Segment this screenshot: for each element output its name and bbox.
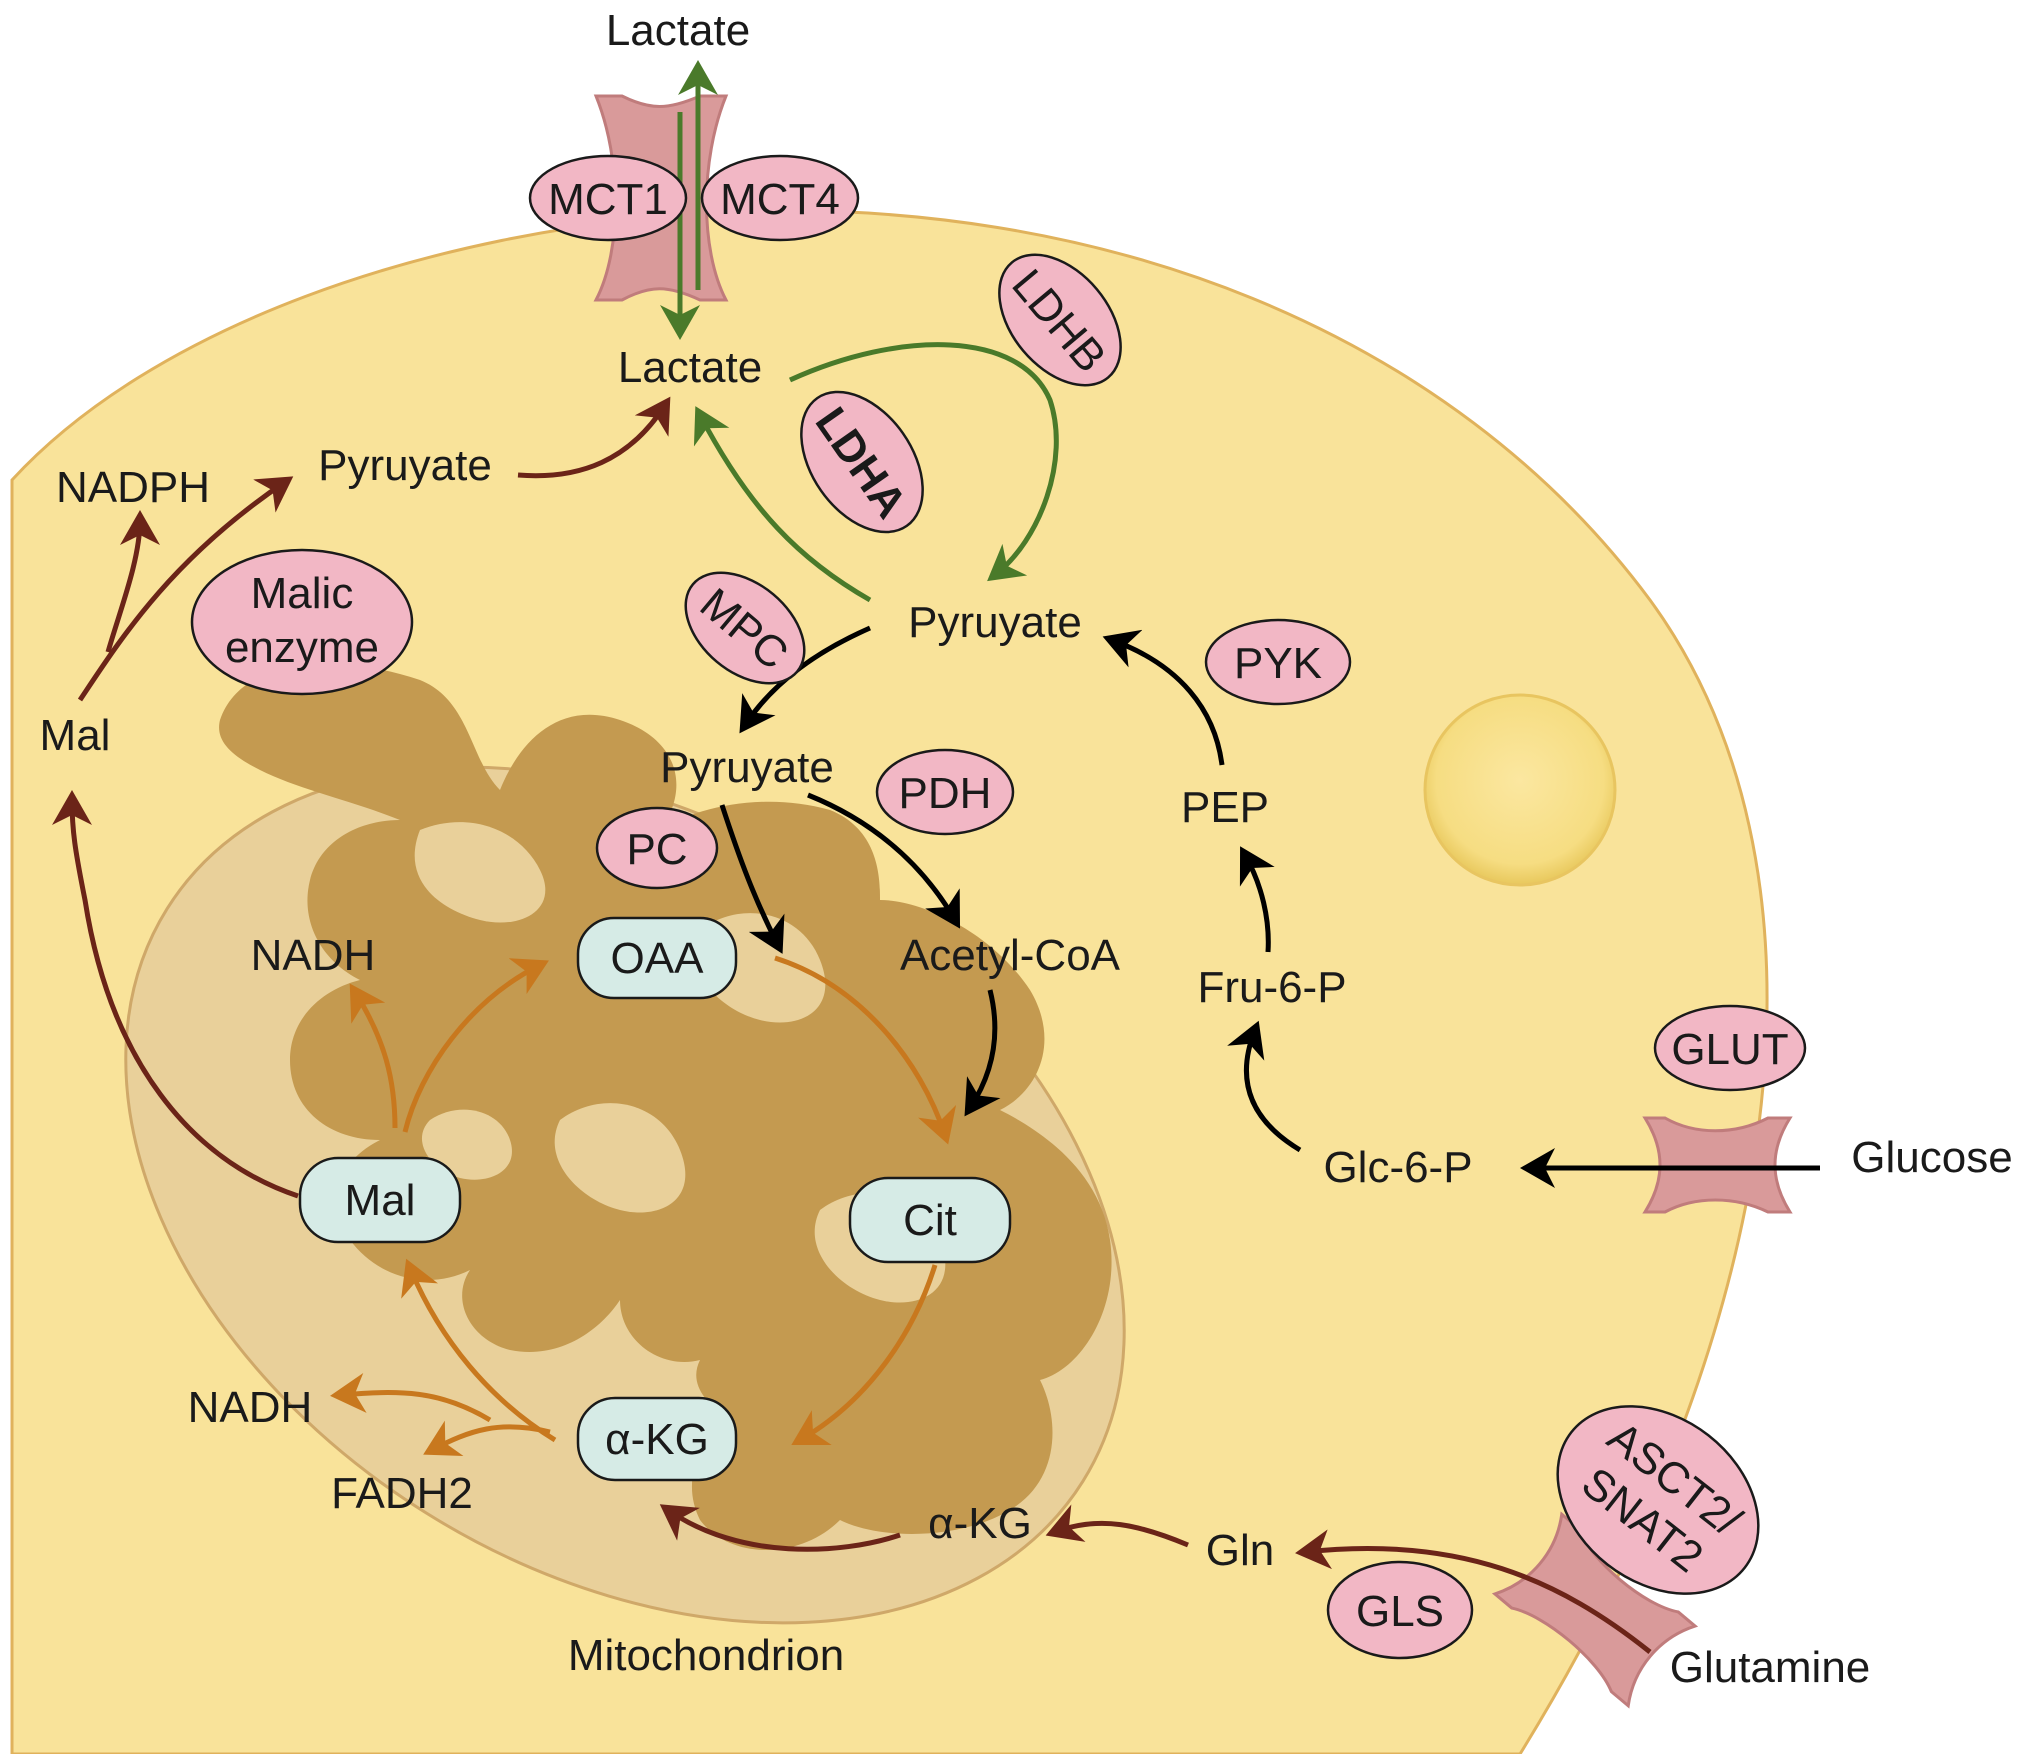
label-fru6p: Fru-6-P [1197,963,1346,1012]
arrow-acetylcoa-to-cit [964,989,1001,1117]
vesicle [1423,693,1617,887]
svg-text:OAA: OAA [611,934,705,983]
svg-text:Mal: Mal [345,1176,416,1225]
enzyme-gls: GLS [1326,1560,1474,1660]
arrow-akg-to-nadh [330,1372,492,1423]
enzyme-ldha: LDHA [800,390,924,534]
label-lactate-cytosol: Lactate [618,343,762,392]
svg-text:PC: PC [626,825,687,874]
svg-text:GLUT: GLUT [1671,1025,1788,1074]
enzyme-pc: PC [595,806,719,890]
svg-text:Malic: Malic [251,569,354,618]
enzyme-mct4: MCT4 [700,154,860,242]
arrow-pdh [807,792,961,929]
arrow-pep-to-pyruvate [1102,629,1225,766]
arrow-akg-to-mal [401,1258,557,1443]
arrow-ldhb [788,342,1059,582]
label-fadh2: FADH2 [331,1469,473,1518]
label-lactate-extracellular: Lactate [606,6,750,55]
label-pyruvate-cytosol: Pyruyate [908,598,1082,647]
arrow-ldha [693,406,872,603]
label-pep: PEP [1181,783,1269,832]
label-pyruvate-mito: Pyruyate [660,743,834,792]
svg-text:α-KG: α-KG [605,1415,709,1464]
enzyme-pdh: PDH [875,748,1015,836]
svg-text:MCT4: MCT4 [720,175,840,224]
enzyme-mct1: MCT1 [528,154,688,242]
label-akg-cytosol: α-KG [928,1499,1032,1548]
arrow-pc [719,804,785,954]
arrow-mal-to-pyruvate [77,476,294,702]
arrow-mal-to-oaa [402,958,549,1133]
arrow-cit-to-akg [791,1264,938,1445]
tca-oaa: OAA [576,916,738,1000]
arrow-pyruvate-to-lactate [517,396,671,479]
svg-text:enzyme: enzyme [225,623,379,672]
tca-mal: Mal [298,1156,462,1244]
label-nadh-top: NADH [251,931,376,980]
label-mal-cytosol: Mal [40,711,111,760]
glut-transporter [1642,1116,1793,1214]
arrow-gln-to-akg [1045,1504,1189,1548]
label-glutamine: Glutamine [1670,1643,1871,1692]
arrow-oaa-to-cit [774,955,957,1145]
arrow-glc6p-to-fru6p [1227,1020,1302,1153]
enzyme-malic: Malic enzyme [190,548,414,696]
label-mitochondrion: Mitochondrion [568,1631,844,1680]
label-pyruvate-malic: Pyruyate [318,441,492,490]
tca-cit: Cit [848,1176,1012,1264]
svg-text:PDH: PDH [899,769,992,818]
label-nadh-bottom: NADH [188,1383,313,1432]
svg-text:Cit: Cit [903,1196,957,1245]
label-glucose: Glucose [1851,1133,2012,1182]
enzyme-glut: GLUT [1653,1004,1807,1092]
label-acetyl-coa: Acetyl-CoA [900,931,1121,980]
arrow-akg-cyto-to-mito [659,1504,901,1552]
svg-text:PYK: PYK [1234,639,1322,688]
arrow-fru6p-to-pep [1239,846,1275,953]
arrow-mal-export [52,790,299,1199]
arrow-mal-to-nadph [105,510,160,653]
label-glc6p: Glc-6-P [1323,1143,1472,1192]
svg-text:MCT1: MCT1 [548,175,668,224]
svg-text:GLS: GLS [1356,1587,1444,1636]
arrow-mal-to-nadh [349,983,398,1129]
tca-akg: α-KG [576,1396,738,1482]
label-gln: Gln [1206,1526,1274,1575]
label-nadph: NADPH [56,463,210,512]
arrow-glutamine-import [1295,1529,1652,1654]
enzyme-pyk: PYK [1204,618,1352,706]
arrow-akg-to-fadh2 [423,1420,551,1457]
